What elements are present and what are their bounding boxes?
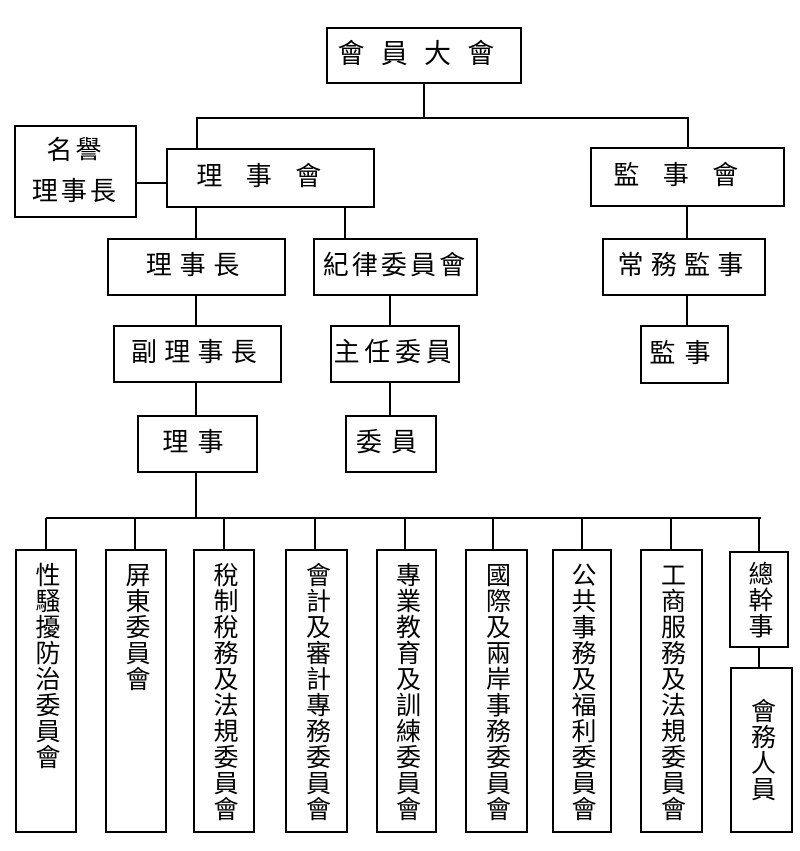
connector-root-down — [423, 84, 425, 118]
connector-discipline-chief — [389, 296, 391, 325]
node-committee-label: 會計及審計專務委員會 — [302, 562, 332, 822]
node-vice-chairman: 副理事長 — [113, 325, 282, 383]
connector-drop-7 — [581, 518, 583, 549]
node-committee-label: 專業教育及訓練委員會 — [392, 562, 422, 822]
node-honorary-chairman-line2: 理事長 — [31, 176, 120, 207]
node-vice-chairman-label: 副理事長 — [130, 338, 265, 369]
node-committee-label: 稅制稅務及法規委員會 — [210, 562, 239, 822]
connector-bottom-horizontal — [46, 517, 761, 519]
node-committee-public-affairs-welfare: 公共事務及福利委員會 — [552, 549, 612, 833]
connector-top-horizontal — [196, 117, 689, 119]
node-board-of-supervisors-label: 監事會 — [613, 161, 762, 192]
node-supervisor: 監事 — [640, 325, 729, 384]
connector-supervisors-standing — [686, 207, 688, 238]
connector-vice-director — [195, 383, 197, 415]
node-secretary-general: 總幹事 — [729, 551, 789, 648]
node-chairman: 理事長 — [107, 238, 286, 296]
connector-drop-2 — [134, 518, 136, 549]
connector-chairman-vice — [195, 296, 197, 325]
node-committee-pingtung: 屏東委員會 — [105, 549, 167, 833]
connector-honorary-link — [137, 182, 166, 184]
node-board-of-directors: 理事會 — [166, 148, 375, 208]
connector-to-directors — [196, 117, 198, 148]
connector-to-supervisors — [687, 117, 689, 147]
node-committee-accounting-auditing: 會計及審計專務委員會 — [285, 549, 348, 833]
connector-directors-chairman — [195, 208, 197, 238]
node-chief-commissioner-label: 主任委員 — [333, 338, 457, 369]
node-staff-label: 會務人員 — [747, 698, 777, 802]
node-secretary-general-label: 總幹事 — [745, 560, 774, 639]
node-committee-label: 性騷擾防治委員會 — [32, 562, 61, 770]
connector-secretary-staff — [758, 648, 760, 667]
connector-drop-9 — [758, 518, 760, 551]
node-honorary-chairman-line1: 名譽 — [46, 136, 105, 167]
connector-directors-discipline — [344, 208, 346, 238]
connector-drop-1 — [45, 518, 47, 549]
connector-drop-6 — [492, 518, 494, 549]
node-honorary-chairman: 名譽 理事長 — [14, 125, 137, 218]
node-committee-label: 工商服務及法規委員會 — [657, 562, 687, 822]
node-committee-international-cross-strait: 國際及兩岸事務委員會 — [465, 549, 528, 833]
connector-drop-3 — [223, 518, 225, 549]
node-director-label: 理事 — [162, 428, 233, 459]
node-chief-commissioner: 主任委員 — [330, 325, 460, 383]
node-discipline-committee: 紀律委員會 — [313, 238, 478, 296]
node-committee-education-training: 專業教育及訓練委員會 — [376, 549, 437, 833]
connector-drop-8 — [670, 518, 672, 549]
node-committee-label: 屏東委員會 — [122, 562, 151, 692]
node-staff: 會務人員 — [730, 667, 793, 833]
connector-standing-supervisor — [686, 296, 688, 325]
connector-drop-5 — [404, 518, 406, 549]
node-committee-label: 公共事務及福利委員會 — [568, 562, 597, 822]
node-board-of-directors-label: 理事會 — [196, 162, 345, 193]
node-commissioner: 委員 — [345, 415, 437, 473]
node-committee-business-service-regulation: 工商服務及法規委員會 — [640, 549, 703, 833]
node-standing-supervisor: 常務監事 — [602, 238, 766, 296]
node-committee-tax-regulation: 稅制稅務及法規委員會 — [193, 549, 255, 833]
node-board-of-supervisors: 監事會 — [590, 147, 785, 207]
connector-director-down — [195, 473, 197, 519]
node-member-assembly: 會員大會 — [326, 27, 522, 84]
node-supervisor-label: 監事 — [649, 338, 720, 369]
node-commissioner-label: 委員 — [355, 428, 427, 459]
node-committee-sexual-harassment-prevention: 性騷擾防治委員會 — [15, 549, 77, 833]
connector-drop-4 — [314, 518, 316, 549]
node-standing-supervisor-label: 常務監事 — [617, 251, 751, 282]
connector-chief-commissioner — [389, 383, 391, 415]
node-discipline-committee-label: 紀律委員會 — [322, 251, 469, 282]
node-chairman-label: 理事長 — [145, 251, 248, 282]
node-member-assembly-label: 會員大會 — [337, 39, 511, 71]
node-committee-label: 國際及兩岸事務委員會 — [482, 562, 512, 822]
node-director: 理事 — [137, 415, 258, 473]
